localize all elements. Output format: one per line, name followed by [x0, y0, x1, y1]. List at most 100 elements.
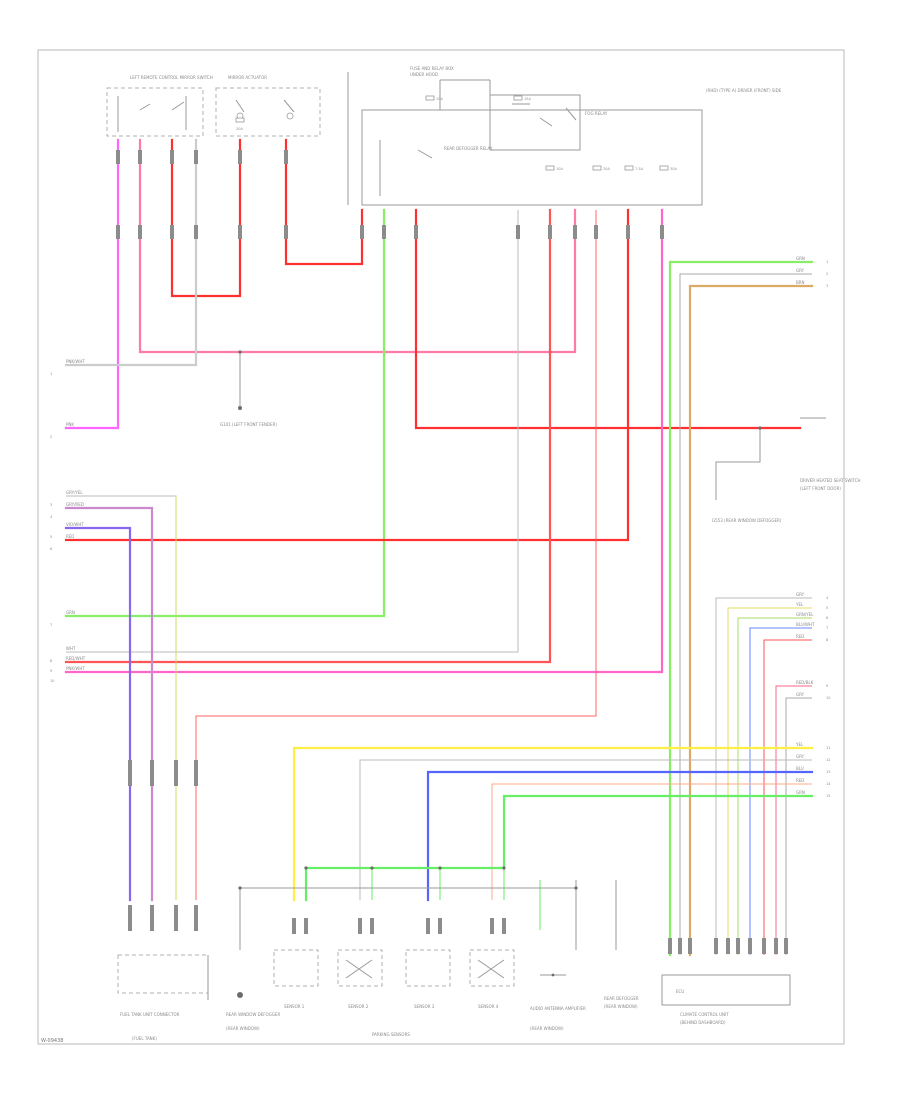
antenna-amplifier: AUDIO ANTENNA AMPLIFIER (REAR WINDOW): [530, 973, 586, 1031]
connector-pin-block: [292, 918, 296, 934]
fuse-box-sub: UNDER HOOD: [410, 72, 438, 77]
rear-defogger-2-sub: (REAR WINDOW): [604, 1004, 638, 1009]
connector-pin-block: [414, 225, 418, 239]
climate-unit-label: CLIMATE CONTROL UNIT: [680, 1012, 729, 1017]
connector-pin-block: [116, 150, 120, 164]
right-connector-wire: RED: [796, 778, 804, 783]
wire-gry-right: [679, 273, 812, 955]
connector-pin-block: [238, 225, 242, 239]
right-connector-wire: BRN: [796, 280, 805, 285]
wire-grn-sensor: [304, 794, 814, 902]
connector-pin-block: [382, 225, 386, 239]
right-connector-pin: 13: [826, 770, 830, 774]
fuel-tank-unit-sub: (FUEL TANK): [132, 1036, 157, 1041]
right-connector-pin: 6: [826, 616, 828, 620]
wire-grn-left: [64, 208, 386, 618]
connector-pin-block: [678, 938, 682, 954]
right-connector-wire: GRN: [796, 790, 805, 795]
rear-defogger-1-label: REAR WINDOW DEFOGGER: [226, 1012, 280, 1017]
right-connector-pin: 14: [826, 782, 831, 786]
left-connector-wire: GRN: [66, 610, 75, 615]
fuse-b: 15A: [524, 97, 531, 101]
figure-code: W-09438: [41, 1038, 63, 1044]
left-connector-wire: PNK/WHT: [66, 359, 85, 364]
left-connector-wire: GRY/RED: [66, 502, 84, 507]
connector-pin-block: [138, 225, 142, 239]
right-connector-pin: 1: [826, 260, 828, 264]
right-connector-pin: 3: [826, 284, 828, 288]
right-connector-pin: 2: [826, 272, 828, 276]
wire-gry: [64, 138, 198, 367]
splice-dot: [438, 866, 442, 870]
connector-pin-block: [170, 150, 174, 164]
wire-red-drop: [195, 210, 597, 900]
right-sensor: DRIVER HEATED SEAT SWITCH (LEFT FRONT DO…: [712, 478, 861, 523]
wire-gry-sensor: [359, 759, 812, 900]
sensor-2-label: SENSOR 2: [348, 1004, 369, 1009]
right-ground-label: G553 (REAR WINDOW DEFOGGER): [712, 518, 782, 523]
splice-dot: [502, 866, 506, 870]
right-sensor-sub: (LEFT FRONT DOOR): [800, 486, 841, 491]
right-connector-pin: 11: [826, 746, 830, 750]
left-connector-wire: VIO/WHT: [66, 522, 84, 527]
connector-pin-block: [284, 150, 288, 164]
relay2-label: FOG RELAY: [585, 111, 608, 116]
ground-left-label: G101 (LEFT FRONT FENDER): [220, 422, 277, 427]
sensor-3-label: SENSOR 3: [414, 1004, 435, 1009]
rear-defogger-2: REAR DEFOGGER (REAR WINDOW): [604, 996, 639, 1009]
climate-unit-inner: ECU: [676, 989, 684, 994]
connector-pin-block: [573, 225, 577, 239]
wire-pnk: [64, 138, 120, 430]
wire-red-loop: [170, 138, 242, 298]
wire-vio-wht: [64, 526, 132, 902]
connector-pin-block: [726, 938, 730, 954]
connector-pin-block: [284, 225, 288, 239]
mirror-actuator-label: MIRROR ACTUATOR: [228, 75, 267, 80]
left-connector-pin: 10: [50, 679, 54, 683]
right-connector-wire: GRN/YEL: [796, 612, 814, 617]
left-connector-pin: 3: [50, 503, 52, 507]
connector-pin-block: [548, 225, 552, 239]
wire-pnk-wht: [138, 138, 577, 354]
left-mirror-switch: LEFT REMOTE CONTROL MIRROR SWITCH: [106, 75, 213, 137]
right-connector-wire: BLU/WHT: [796, 622, 815, 627]
top-right-note: (RHD) (TYPE A) DRIVER (FRONT) SIDE: [706, 88, 782, 93]
connector-pin-block: [174, 905, 178, 931]
splice-dot: [304, 866, 308, 870]
wire-yel-sensor: [292, 746, 814, 902]
fuse-e: 7.5A: [635, 167, 644, 171]
connector-pin-block: [170, 225, 174, 239]
left-connector-pin: 7: [50, 623, 52, 627]
connector-pin-block: [736, 938, 740, 954]
rear-defogger-1-sub: (REAR WINDOW): [226, 1026, 260, 1031]
connector-pin-block: [714, 938, 718, 954]
rear-defogger-1: REAR WINDOW DEFOGGER (REAR WINDOW): [226, 992, 280, 1031]
wire-gry-yel: [66, 495, 177, 900]
wires: [64, 138, 826, 957]
parking-sensors: SENSOR 1 SENSOR 2 SENSOR 3 SENSOR 4 PARK…: [273, 949, 515, 1037]
connector-pin-block: [370, 918, 374, 934]
wire-relay-right: [715, 428, 761, 500]
left-connector-pin: 5: [50, 535, 52, 539]
rear-defogger-2-label: REAR DEFOGGER: [604, 996, 639, 1001]
right-connector-pin: 15: [826, 794, 830, 798]
left-connector-pin: 2: [50, 435, 52, 439]
wire-blu-sensor: [426, 770, 814, 902]
connector-pin-block: [626, 225, 630, 239]
fuse-g: 20A: [236, 127, 243, 131]
left-connector-pin: 6: [50, 547, 52, 551]
mirror-actuator: MIRROR ACTUATOR: [215, 75, 321, 137]
sensor-1-label: SENSOR 1: [284, 1004, 305, 1009]
right-connectors: GRN1GRY2BRN3GRY4YEL5GRN/YEL6BLU/WHT7RED8…: [795, 256, 831, 798]
fuse-box-title: FUSE AND RELAY BOX: [410, 66, 454, 71]
splice-dot: [574, 886, 578, 890]
right-connector-wire: GRN: [796, 256, 805, 261]
connector-pin-block: [360, 225, 364, 239]
right-connector-wire: RED: [796, 634, 804, 639]
left-connector-pin: 1: [50, 372, 52, 376]
connector-pin-block: [438, 918, 442, 934]
right-connector-pin: 10: [826, 696, 830, 700]
wire-red-mirror: [284, 138, 364, 266]
top-right-note-text: (RHD) (TYPE A) DRIVER (FRONT) SIDE: [706, 88, 782, 93]
